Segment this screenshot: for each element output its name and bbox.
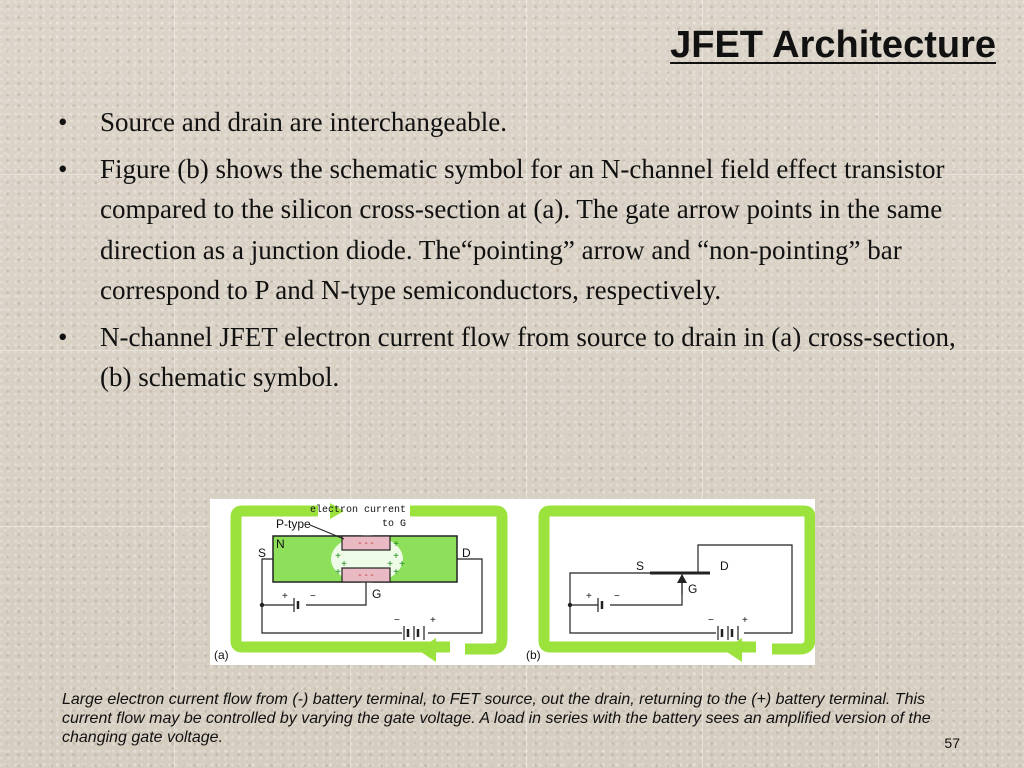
drain-battery (717, 626, 739, 640)
plus-charge: + (399, 559, 405, 570)
gate-label-b: G (688, 582, 697, 596)
plus-charges: + + + + + + + + (335, 539, 405, 578)
electron-current-label: electron current (310, 504, 406, 516)
drain-battery (403, 626, 425, 640)
drain-label-b: D (720, 559, 729, 573)
gate-label-a: G (372, 587, 381, 601)
drain-battery-plus: + (430, 615, 436, 626)
panel-a-label: (a) (214, 648, 229, 662)
gate-battery-minus: − (614, 591, 620, 602)
panel-b-current-loop (538, 505, 815, 655)
panel-b-current-arrowhead (724, 638, 742, 662)
bullet-item: N-channel JFET electron current flow fro… (58, 317, 978, 398)
plus-charge: + (335, 567, 341, 578)
p-region-minus: - - - (358, 538, 374, 549)
panel-b-label: (b) (526, 648, 541, 662)
slide-title: JFET Architecture (670, 24, 996, 66)
p-region-minus: - - - (358, 570, 374, 581)
panel-b-wires (569, 544, 793, 634)
panel-a-current-arrowhead (418, 638, 436, 662)
drain-battery-minus: − (708, 615, 714, 626)
drain-battery-minus: − (394, 615, 400, 626)
p-type-label: P-type (276, 517, 311, 531)
to-g-label: to G (382, 519, 406, 530)
plus-charge: + (335, 551, 341, 562)
source-label-a: S (258, 546, 266, 560)
plus-charge: + (393, 567, 399, 578)
figure-caption: Large electron current flow from (-) bat… (62, 691, 931, 746)
drain-label-a: D (462, 546, 471, 560)
bullet-item: Source and drain are interchangeable. (58, 102, 978, 143)
gate-battery-plus: + (586, 591, 592, 602)
drain-battery-plus: + (742, 615, 748, 626)
gate-arrow-icon (677, 574, 687, 583)
bullet-item: Figure (b) shows the schematic symbol fo… (58, 149, 978, 311)
gate-battery-minus: − (310, 591, 316, 602)
source-label-b: S (636, 559, 644, 573)
bullet-list: Source and drain are interchangeable. Fi… (58, 102, 978, 404)
junction-dot (259, 602, 265, 608)
plus-charge: + (341, 559, 347, 570)
jfet-figure: - - - - - - + + + + + + + + electron cur… (210, 499, 815, 665)
n-label: N (276, 537, 285, 551)
page-number: 57 (944, 735, 960, 751)
plus-charge: + (393, 539, 399, 550)
panel-a-top-arrowhead (330, 503, 344, 519)
plus-charge: + (387, 559, 393, 570)
junction-dot (567, 602, 573, 608)
panel-a-wires (261, 558, 483, 634)
plus-charge: + (393, 551, 399, 562)
p-type-region-top (341, 535, 391, 551)
gate-battery-plus: + (282, 591, 288, 602)
p-type-pointer (309, 524, 345, 540)
jfet-figure-svg: - - - - - - + + + + + + + + electron cur… (214, 503, 815, 662)
panel-a-current-loop (230, 505, 508, 655)
